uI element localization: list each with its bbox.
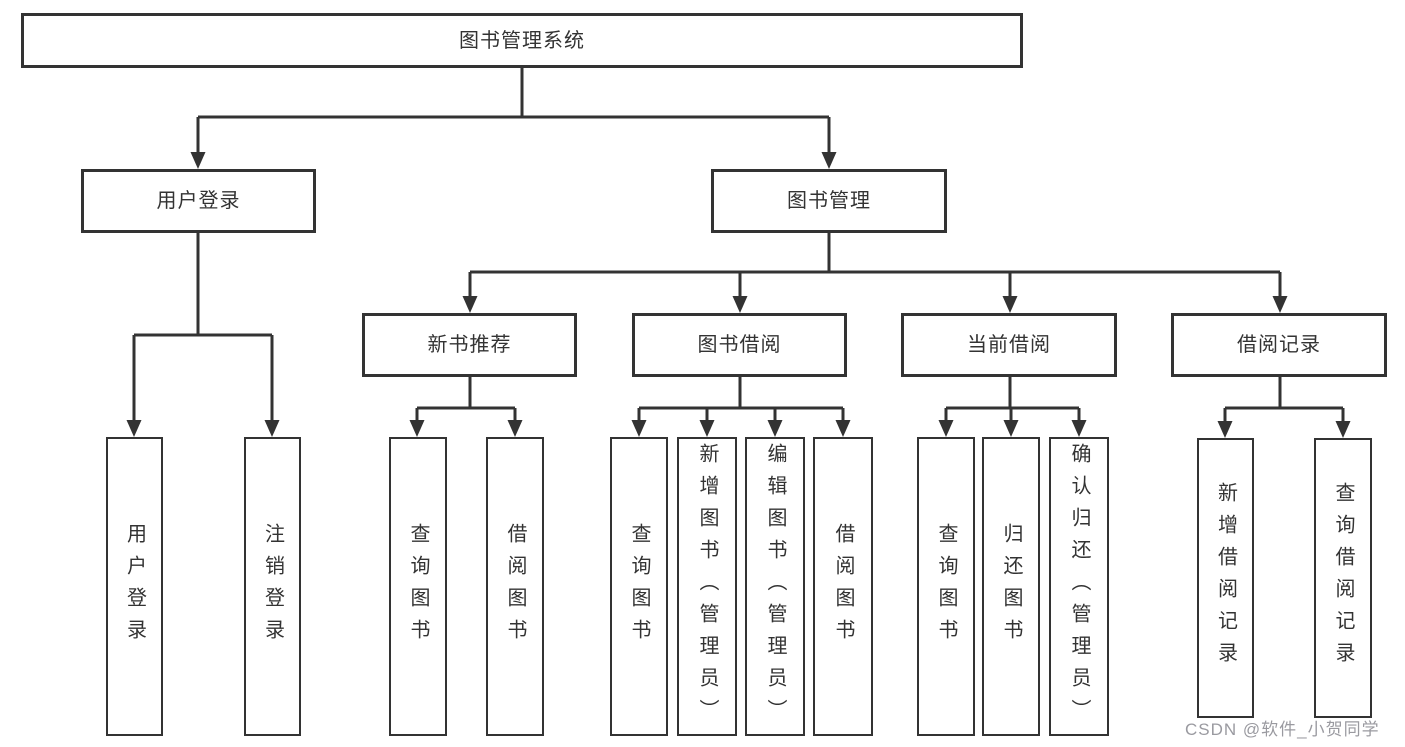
leaf-add-book-admin: 新增图书（管理员）	[677, 437, 737, 736]
node-borrow-records: 借阅记录	[1171, 313, 1387, 377]
leaf-return-book-label: 归还图书	[1000, 522, 1022, 651]
leaf-borrow-book-newrec-label: 借阅图书	[504, 522, 526, 651]
leaf-return-book: 归还图书	[982, 437, 1040, 736]
leaf-user-login-label: 用户登录	[123, 522, 146, 651]
leaf-edit-book-admin-label: 编辑图书（管理员）	[764, 442, 786, 731]
leaf-add-borrow-record: 新增借阅记录	[1197, 438, 1254, 718]
leaf-logout-login: 注销登录	[244, 437, 301, 736]
leaf-confirm-return-admin-label: 确认归还（管理员）	[1068, 442, 1090, 731]
leaf-user-login: 用户登录	[106, 437, 163, 736]
leaf-borrow-book-newrec: 借阅图书	[486, 437, 544, 736]
connector-currentborrow-to-leaves	[944, 377, 1081, 422]
leaf-query-book-current-label: 查询图书	[935, 522, 957, 651]
leaf-edit-book-admin: 编辑图书（管理员）	[745, 437, 805, 736]
leaf-query-borrow-record-label: 查询借阅记录	[1332, 482, 1354, 674]
leaf-confirm-return-admin: 确认归还（管理员）	[1049, 437, 1109, 736]
leaf-borrow-book-label: 借阅图书	[832, 522, 854, 651]
leaf-borrow-book: 借阅图书	[813, 437, 873, 736]
node-book-management: 图书管理	[711, 169, 947, 233]
leaf-query-borrow-record: 查询借阅记录	[1314, 438, 1372, 718]
leaf-query-book-borrow-label: 查询图书	[628, 522, 650, 651]
connector-records-to-leaves	[1223, 377, 1345, 423]
leaf-add-borrow-record-label: 新增借阅记录	[1214, 482, 1237, 674]
node-library-management-system: 图书管理系统	[21, 13, 1023, 68]
node-user-login: 用户登录	[81, 169, 316, 233]
connector-root-to-level2	[196, 68, 831, 154]
leaf-query-book-borrow: 查询图书	[610, 437, 668, 736]
node-current-borrow: 当前借阅	[901, 313, 1117, 377]
node-new-book-recommend: 新书推荐	[362, 313, 577, 377]
connector-bookborrow-to-leaves	[637, 377, 845, 422]
leaf-query-book-current: 查询图书	[917, 437, 975, 736]
watermark: CSDN @软件_小贺同学	[1185, 720, 1380, 739]
leaf-logout-login-label: 注销登录	[261, 522, 284, 651]
leaf-query-book-newrec: 查询图书	[389, 437, 447, 736]
leaf-add-book-admin-label: 新增图书（管理员）	[696, 442, 718, 731]
connector-newrec-to-leaves	[415, 377, 517, 422]
node-book-borrow: 图书借阅	[632, 313, 847, 377]
leaf-query-book-newrec-label: 查询图书	[407, 522, 429, 651]
connector-userlogin-to-leaves	[132, 233, 274, 422]
connector-bookmgmt-to-level3	[468, 233, 1282, 298]
